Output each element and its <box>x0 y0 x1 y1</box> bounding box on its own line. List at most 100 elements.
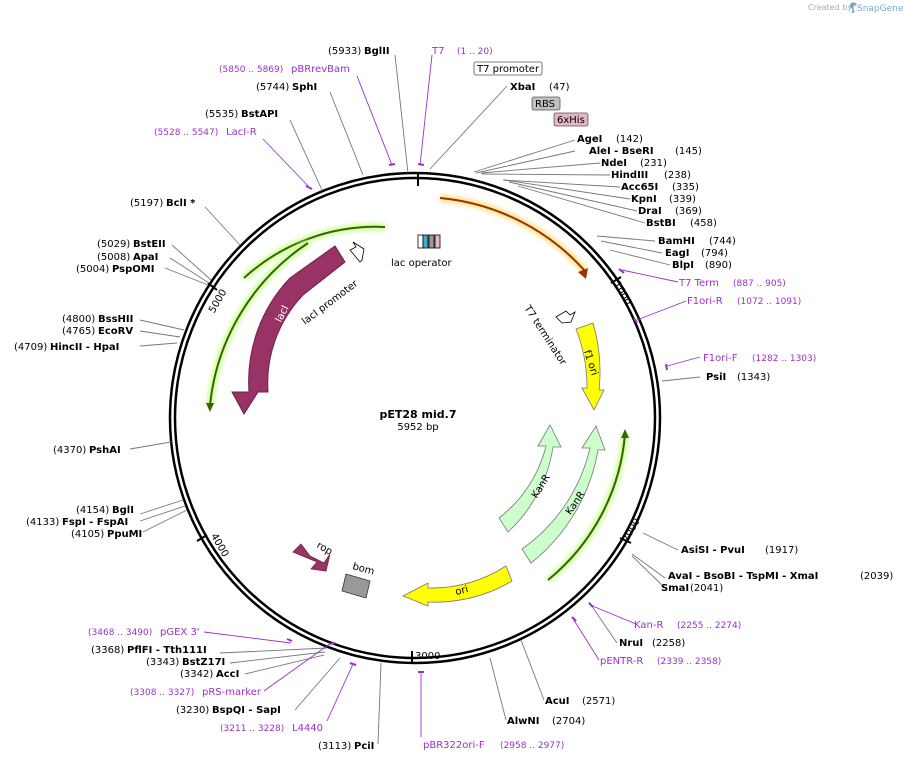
site-ndei-name: NdeI <box>601 158 627 169</box>
primer-pbr322ori-f-range: (2958 .. 2977) <box>500 741 564 751</box>
site-asisi-name: AsiSI - PvuI <box>681 545 745 556</box>
primer-l4440-range: (3211 .. 3228) <box>220 724 284 734</box>
site-kpni-num: (339) <box>669 194 696 205</box>
primer-labels: T7 (1 .. 20) (5850 .. 5869) pBRrevBam (5… <box>88 46 816 751</box>
orf-arc-laci-green[interactable] <box>241 223 386 281</box>
primer-t7-range: (1 .. 20) <box>457 47 493 57</box>
primer-pgex3-range: (3468 .. 3490) <box>88 628 152 638</box>
boxed-feature-6xhis[interactable]: 6xHis <box>553 112 589 127</box>
site-smai-num: (2041) <box>690 583 723 594</box>
site-drai-name: DraI <box>638 206 662 217</box>
orf-arc-left-green[interactable] <box>206 240 310 412</box>
feature-lac-operator[interactable] <box>417 234 441 249</box>
site-agei-num: (142) <box>616 134 643 145</box>
credit-brand: SnapGene <box>857 4 904 14</box>
site-ecorv-num: (4765) <box>62 326 95 337</box>
site-pcii-name: PciI <box>354 741 374 752</box>
primer-prs-marker-range: (3308 .. 3327) <box>130 688 194 698</box>
primer-pentr-r-name: pENTR-R <box>600 656 643 667</box>
site-pshai-name: PshAI <box>89 445 121 456</box>
feature-t7-terminator[interactable] <box>555 310 576 324</box>
primer-kan-r-range: (2255 .. 2274) <box>677 621 741 631</box>
primer-kan-r-name: Kan-R <box>634 620 663 631</box>
site-acc65i-name: Acc65I <box>621 182 658 193</box>
feature-rop[interactable] <box>292 543 331 572</box>
site-alei-num: (145) <box>675 146 702 157</box>
feature-lac-operator-label: lac operator <box>391 258 452 269</box>
site-smai-name: SmaI <box>661 583 689 594</box>
site-bgli-num: (4154) <box>76 505 109 516</box>
boxed-feature-rbs[interactable]: RBS <box>531 96 561 111</box>
primer-f1ori-f-name: F1ori-F <box>703 353 738 364</box>
site-xbai-num: (47) <box>549 82 570 93</box>
site-alwni-num: (2704) <box>552 716 585 727</box>
site-xbai-name: XbaI <box>510 82 535 93</box>
feature-bom-label: bom <box>351 561 375 577</box>
site-bsshii-num: (4800) <box>62 314 95 325</box>
site-avai-name: AvaI - BsoBI - TspMI - XmaI <box>668 571 818 582</box>
site-bstz17i-name: BstZ17I <box>182 657 225 668</box>
site-hincii-name: HincII - HpaI <box>50 342 119 353</box>
boxed-feature-t7-promoter[interactable]: T7 promoter <box>473 61 543 76</box>
feature-ori[interactable]: ori <box>402 565 513 607</box>
site-bamhi-name: BamHI <box>658 236 695 247</box>
site-pflfi-num: (3368) <box>91 645 124 656</box>
site-leader-lines <box>129 54 701 745</box>
tick-marks <box>196 174 632 663</box>
feature-bom[interactable] <box>341 573 371 599</box>
site-bstz17i-num: (3343) <box>146 657 179 668</box>
primer-laci-r-range: (5528 .. 5547) <box>154 128 218 138</box>
site-nrui-num: (2258) <box>652 638 685 649</box>
site-pshai-num: (4370) <box>53 445 86 456</box>
site-hincii-num: (4709) <box>14 342 47 353</box>
feature-f1-ori[interactable]: f1 ori <box>575 322 605 411</box>
orf-arc-top-orange[interactable] <box>439 194 588 279</box>
site-bstapi-num: (5535) <box>205 109 238 120</box>
site-avai-num: (2039) <box>860 571 893 582</box>
boxed-feature-rbs-label: RBS <box>535 99 555 110</box>
snapgene-logo-icon <box>849 2 857 14</box>
primer-prs-marker-name: pRS-marker <box>202 687 262 698</box>
backbone-outer-strand <box>168 171 662 665</box>
primer-l4440-name: L4440 <box>292 723 323 734</box>
site-acci-num: (3342) <box>180 669 213 680</box>
site-bsteii-name: BstEII <box>133 239 166 250</box>
site-bsshii-name: BssHII <box>98 314 133 325</box>
site-drai-num: (369) <box>675 206 702 217</box>
feature-rop-label: rop <box>315 540 335 558</box>
primer-pbrrevbam-range: (5850 .. 5869) <box>219 65 283 75</box>
site-nrui-name: NruI <box>619 638 643 649</box>
primer-laci-r-name: LacI-R <box>226 127 257 138</box>
site-apai-name: ApaI <box>133 252 158 263</box>
site-bstbi-num: (458) <box>690 218 717 229</box>
tick-label-1000: 1000 <box>611 280 633 308</box>
tick-label-2000: 2000 <box>620 517 642 545</box>
site-pspomi-num: (5004) <box>76 264 109 275</box>
site-kpni-name: KpnI <box>631 194 657 205</box>
site-sphi-name: SphI <box>292 82 317 93</box>
site-fspi-name: FspI - FspAI <box>62 517 128 528</box>
site-sphi-num: (5744) <box>256 82 289 93</box>
feature-ori-label: ori <box>454 584 469 598</box>
primer-f1ori-f-range: (1282 .. 1303) <box>752 354 816 364</box>
backbone-inner-strand <box>173 176 657 660</box>
site-eagi-name: EagI <box>665 248 689 259</box>
orf-arc-right-green[interactable] <box>545 429 629 583</box>
site-apai-num: (5008) <box>97 252 130 263</box>
site-bamhi-num: (744) <box>709 236 736 247</box>
primer-leader-lines <box>203 54 701 737</box>
site-hindiii-name: HindIII <box>611 170 648 181</box>
site-bstbi-name: BstBI <box>646 218 676 229</box>
site-acc65i-num: (335) <box>672 182 699 193</box>
feature-kanr-1[interactable]: KanR <box>498 424 562 533</box>
site-pspomi-name: PspOMI <box>112 264 154 275</box>
site-bspqi-num: (3230) <box>176 705 209 716</box>
primer-pbr322ori-f-name: pBR322ori-F <box>423 740 485 751</box>
feature-laci-promoter[interactable] <box>349 241 365 263</box>
site-labels: (5933) BglII (5744) SphI (5535) BstAPI (… <box>14 46 893 752</box>
site-hindiii-num: (238) <box>664 170 691 181</box>
site-acui-name: AcuI <box>545 696 570 707</box>
site-bglii-num: (5933) <box>328 46 361 57</box>
boxed-feature-t7-promoter-label: T7 promoter <box>476 64 540 75</box>
